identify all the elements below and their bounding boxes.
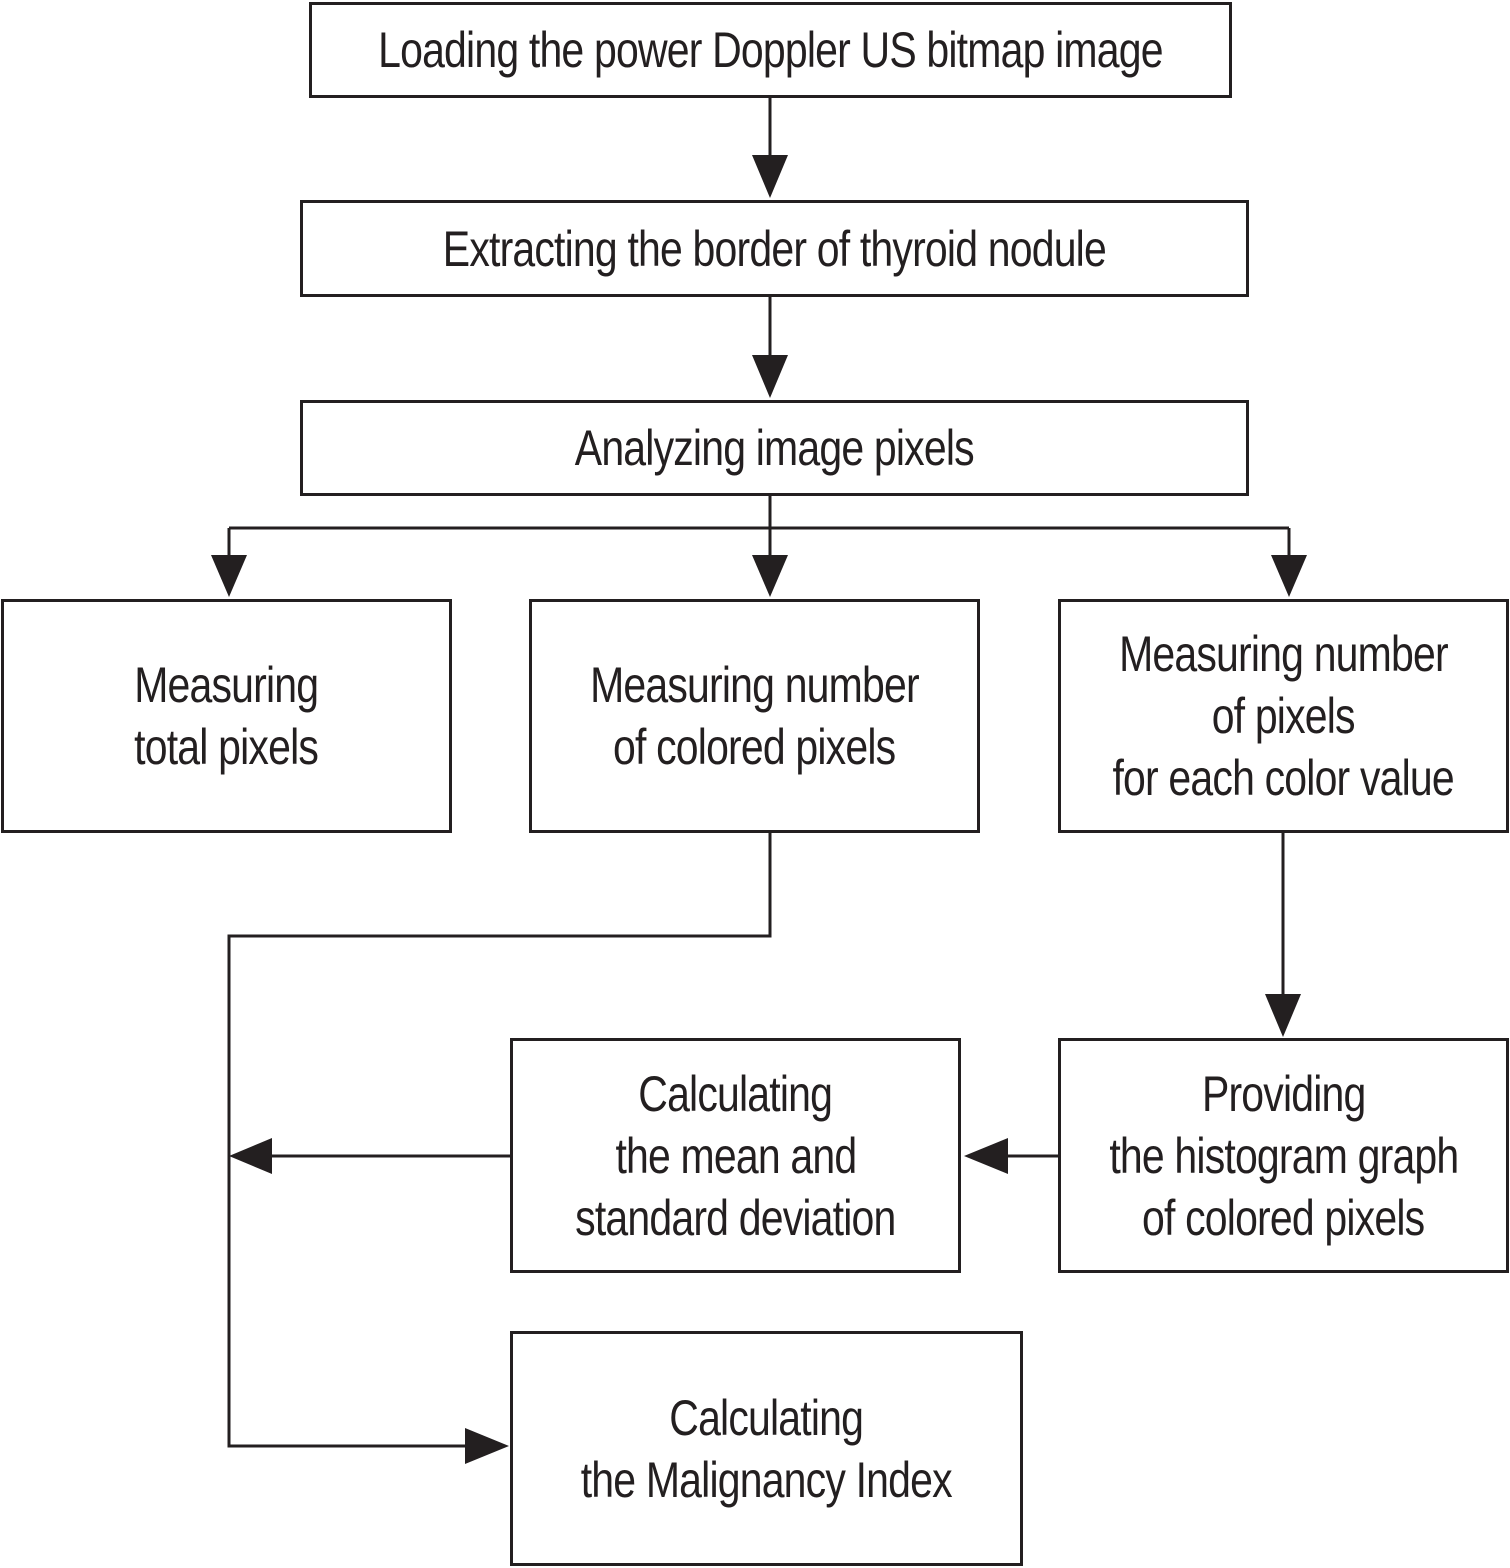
step-measure-each-color-line-2: of pixels (1211, 688, 1356, 744)
step-measure-total-line-2: total pixels (134, 719, 320, 775)
step-measure-colored: Measuring number of colored pixels (529, 599, 980, 833)
arrowhead-right-malignancy (465, 1428, 509, 1464)
step-load-image: Loading the power Doppler US bitmap imag… (309, 2, 1232, 98)
step-calculate-mean-sd-line-2: the mean and (615, 1127, 857, 1184)
arrowhead-down-each (1271, 555, 1307, 597)
step-calculate-mean-sd-line-3: standard deviation (575, 1189, 896, 1246)
step-measure-total: Measuring total pixels (1, 599, 452, 833)
arrowhead-down-colored (752, 555, 788, 597)
step-calculate-malignancy-index: Calculating the Malignancy Index (510, 1331, 1023, 1566)
connector-colored-to-malignancy (227, 832, 772, 1448)
arrowhead-left-trunk (229, 1138, 272, 1174)
step-measure-each-color-line-1: Measuring number (1119, 626, 1449, 682)
arrowhead-down-analyze (752, 355, 788, 398)
step-measure-colored-line-1: Measuring number (590, 657, 920, 713)
step-calculate-malignancy-index-line-1: Calculating (669, 1389, 865, 1446)
step-load-image-label: Loading the power Doppler US bitmap imag… (378, 22, 1163, 78)
step-extract-border: Extracting the border of thyroid nodule (300, 200, 1249, 297)
step-provide-histogram-line-2: the histogram graph (1108, 1127, 1459, 1184)
step-calculate-mean-sd-line-1: Calculating (638, 1065, 834, 1122)
step-extract-border-label: Extracting the border of thyroid nodule (442, 220, 1107, 277)
step-provide-histogram-line-1: Providing (1201, 1065, 1366, 1122)
step-provide-histogram-line-3: of colored pixels (1142, 1189, 1425, 1246)
step-measure-each-color: Measuring number of pixels for each colo… (1058, 599, 1509, 833)
step-provide-histogram: Providing the histogram graph of colored… (1058, 1038, 1509, 1273)
arrowhead-down-total (211, 555, 247, 597)
step-analyze-pixels: Analyzing image pixels (300, 400, 1249, 496)
step-analyze-pixels-label: Analyzing image pixels (574, 420, 975, 476)
step-measure-colored-line-2: of colored pixels (613, 719, 896, 775)
step-measure-total-line-1: Measuring (134, 657, 319, 713)
arrowhead-left-mean (964, 1138, 1008, 1174)
step-calculate-malignancy-index-line-2: the Malignancy Index (580, 1451, 953, 1508)
arrowhead-down-extract (752, 155, 788, 198)
step-measure-each-color-line-3: for each color value (1112, 750, 1455, 806)
arrowhead-down-histogram (1265, 994, 1301, 1037)
step-calculate-mean-sd: Calculating the mean and standard deviat… (510, 1038, 961, 1273)
